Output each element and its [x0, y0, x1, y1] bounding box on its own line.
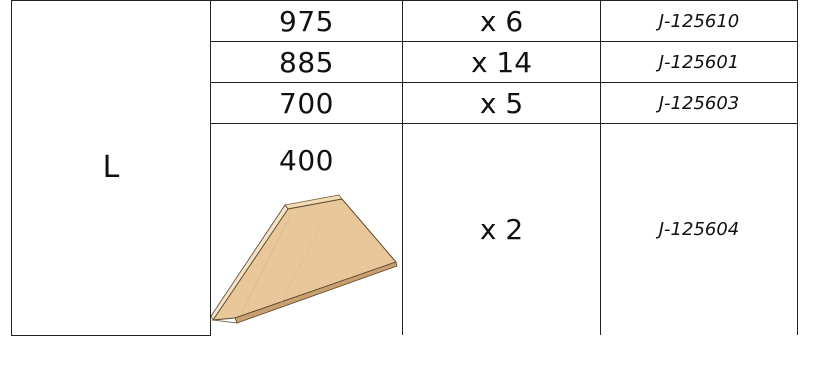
reference-value: J-125603: [658, 92, 740, 114]
reference-cell: J-125604: [600, 123, 798, 335]
reference-value: J-125604: [658, 219, 740, 240]
length-value: 700: [279, 86, 334, 120]
reference-value: J-125601: [658, 51, 740, 73]
length-value: 400: [279, 144, 334, 177]
table-row: 885 x 14 J-125601: [12, 41, 798, 83]
reference-value: J-125610: [658, 10, 740, 32]
quantity-cell: x 2: [402, 123, 601, 335]
table-row: 400 x 2 J-125604: [12, 123, 798, 335]
table-row: 700 x 5 J-125603: [12, 82, 798, 124]
quantity-value: x 2: [479, 213, 524, 246]
reference-cell: J-125601: [600, 41, 798, 83]
quantity-cell: x 5: [402, 82, 601, 124]
length-cell: 885: [210, 41, 403, 83]
length-cell: 975: [210, 0, 403, 42]
table-row: L 975 x 6 J-125610: [11, 0, 798, 336]
group-letter: L: [102, 150, 120, 186]
reference-cell: J-125603: [600, 82, 798, 124]
length-value: 885: [279, 45, 334, 79]
reference-cell: J-125610: [600, 0, 798, 42]
trapezoid-board-icon: [211, 194, 398, 324]
parts-table: L 975 x 6 J-125610 885 x 14 J-125601 700…: [11, 0, 798, 336]
length-value: 975: [279, 4, 334, 38]
quantity-cell: x 14: [402, 41, 601, 83]
quantity-cell: x 6: [402, 0, 601, 42]
quantity-value: x 5: [479, 86, 524, 120]
quantity-value: x 6: [479, 4, 524, 38]
length-cell: 700: [210, 82, 403, 124]
length-cell: 400: [210, 123, 403, 335]
quantity-value: x 14: [470, 45, 533, 79]
group-letter-cell: L: [11, 0, 211, 336]
